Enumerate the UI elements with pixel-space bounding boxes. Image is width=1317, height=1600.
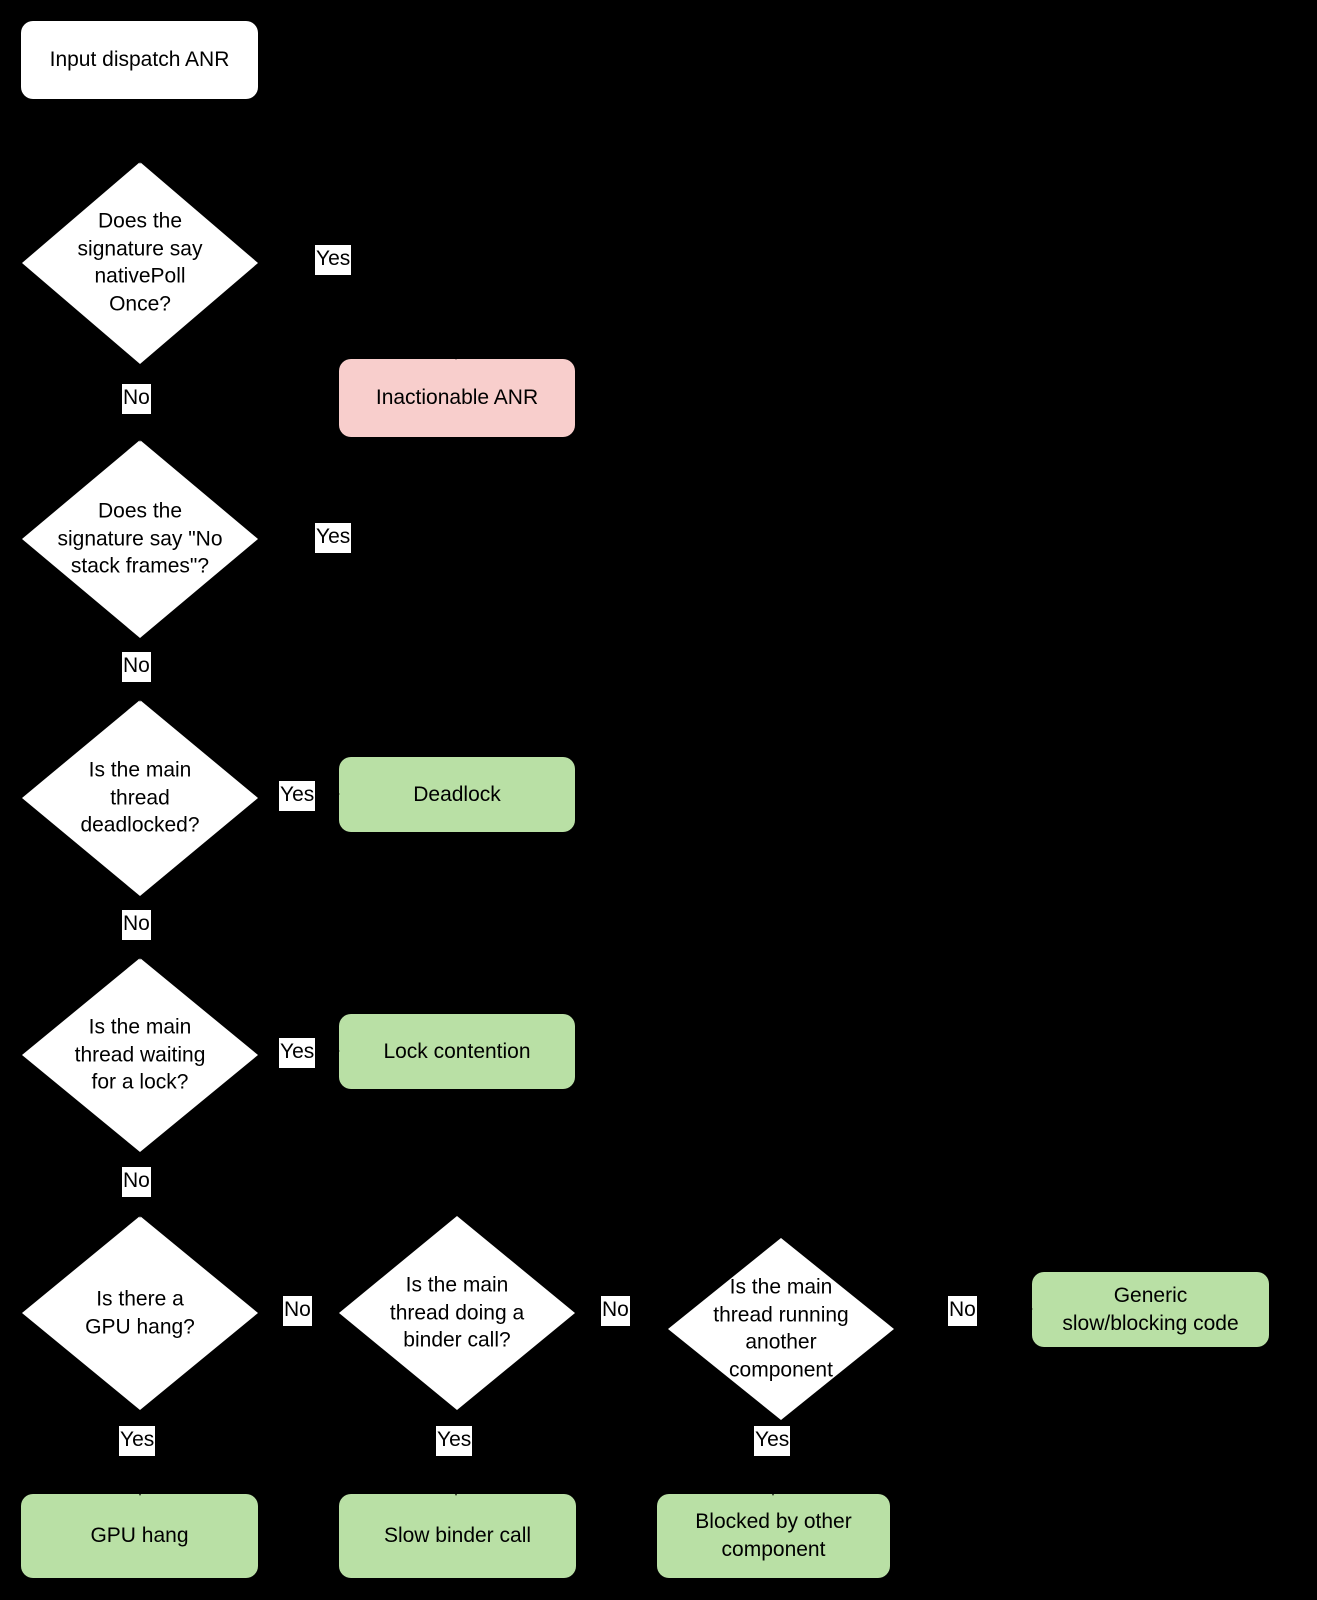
node-lock-contention-label: Lock contention [383,1039,531,1063]
decision-gpu-hang[interactable]: Is there a GPU hang? [22,1216,258,1410]
edge-label-d5-yes: Yes [119,1426,156,1456]
edge-label-d1-yes: Yes [315,245,352,275]
node-start-label: Input dispatch ANR [49,48,230,72]
node-gpu-hang[interactable]: GPU hang [21,1494,258,1578]
decision-binder-call-label: Is the main thread doing a binder call? [389,1273,525,1352]
decision-nativepollonce-label: Does the signature say nativePoll Once? [77,209,203,316]
node-deadlock[interactable]: Deadlock [339,757,575,832]
edge-label-d3-yes: Yes [279,781,316,811]
node-deadlock-label: Deadlock [413,782,501,806]
node-start[interactable]: Input dispatch ANR [21,21,258,99]
node-generic-slow-blocking-code[interactable]: Generic slow/blocking code [1032,1272,1269,1347]
node-inactionable-anr-label: Inactionable ANR [375,386,539,410]
decision-running-another-component-label: Is the main thread running another compo… [713,1275,849,1382]
edge-label-d2-no: No [122,652,151,682]
edge-label-d3-no: No [122,910,151,940]
node-slow-binder-call[interactable]: Slow binder call [339,1494,576,1578]
edge-label-d4-yes: Yes [279,1038,316,1068]
edge-label-d5-no: No [283,1296,312,1326]
decision-main-thread-deadlocked-label: Is the main thread deadlocked? [80,758,200,837]
decision-waiting-for-lock[interactable]: Is the main thread waiting for a lock? [22,958,258,1152]
edge-label-d2-yes: Yes [315,523,352,553]
decision-gpu-hang-label: Is there a GPU hang? [85,1287,195,1338]
edge-label-d6-no: No [601,1296,630,1326]
decision-nativepollonce[interactable]: Does the signature say nativePoll Once? [22,162,258,364]
node-gpu-hang-label: GPU hang [90,1524,189,1548]
node-blocked-by-other-component[interactable]: Blocked by other component [657,1494,890,1578]
node-blocked-by-other-component-label: Blocked by other component [695,1510,852,1561]
decision-no-stack-frames-label: Does the signature say "No stack frames"… [57,499,223,578]
edge-label-d7-yes: Yes [754,1426,791,1456]
edge-label-d4-no: No [122,1167,151,1197]
edge-label-d6-yes: Yes [436,1426,473,1456]
decision-main-thread-deadlocked[interactable]: Is the main thread deadlocked? [22,700,258,896]
decision-waiting-for-lock-label: Is the main thread waiting for a lock? [74,1015,206,1094]
node-inactionable-anr[interactable]: Inactionable ANR [339,359,575,437]
node-lock-contention[interactable]: Lock contention [339,1014,575,1089]
decision-binder-call[interactable]: Is the main thread doing a binder call? [339,1216,575,1410]
decision-no-stack-frames[interactable]: Does the signature say "No stack frames"… [22,440,258,638]
edge-label-d1-no: No [122,384,151,414]
node-slow-binder-call-label: Slow binder call [383,1524,532,1548]
decision-running-another-component[interactable]: Is the main thread running another compo… [668,1238,894,1420]
edge-label-d7-no: No [948,1296,977,1326]
node-generic-slow-blocking-code-label: Generic slow/blocking code [1062,1283,1239,1335]
